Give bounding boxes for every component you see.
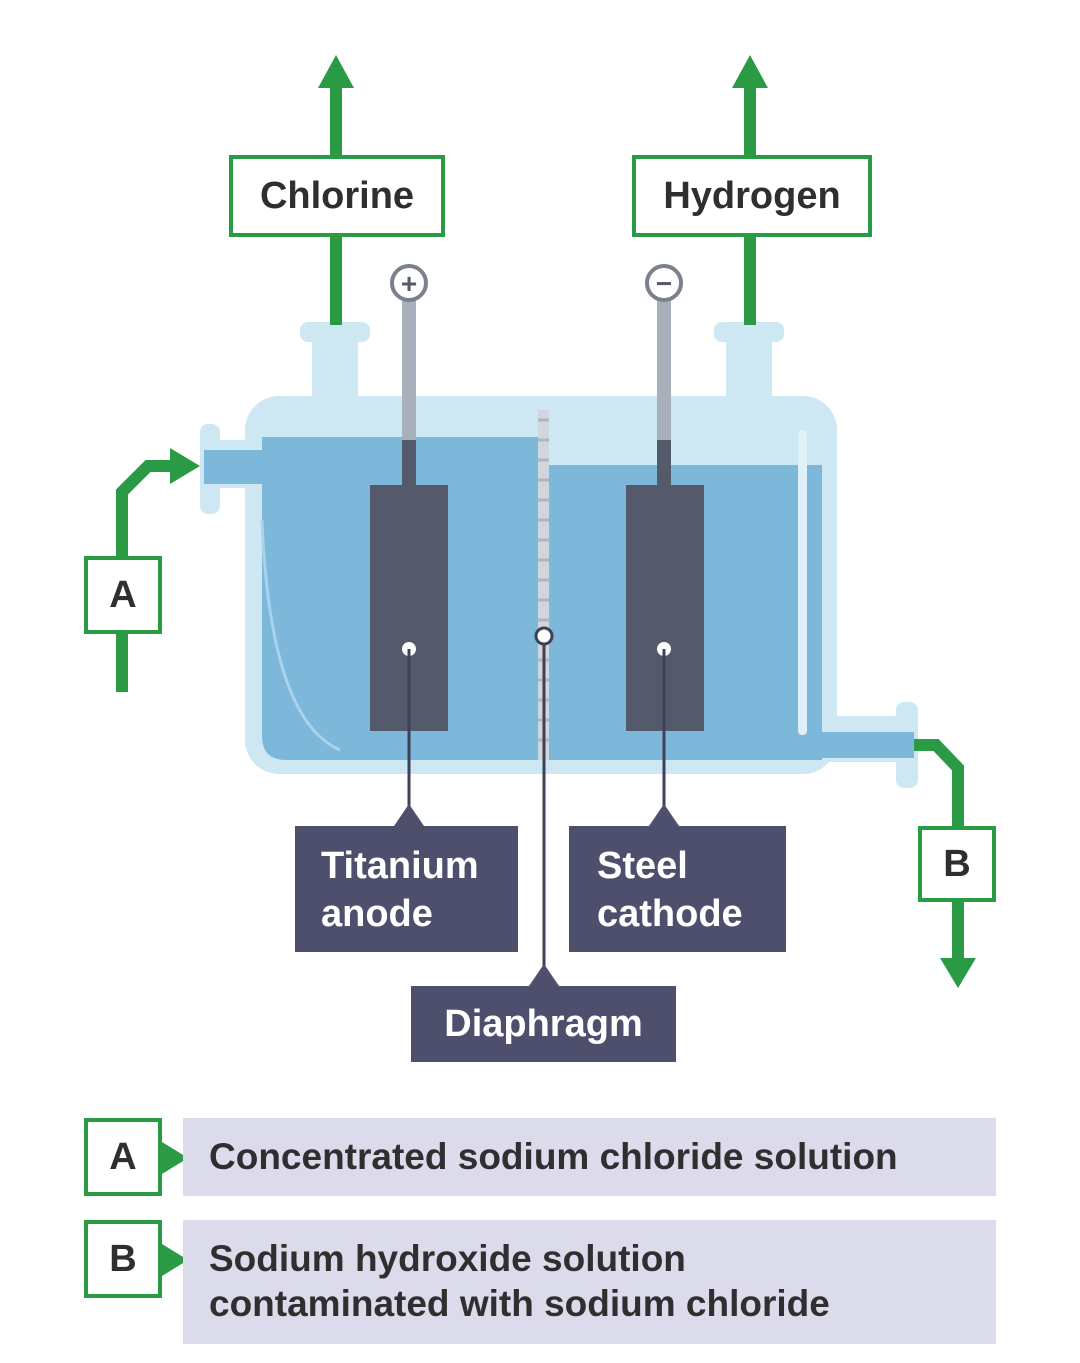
key-b-arrow	[162, 1244, 188, 1276]
key-b-line1: Sodium hydroxide solution	[209, 1238, 686, 1279]
chlorine-text: Chlorine	[259, 174, 415, 217]
cathode-label-line1: Steel	[597, 845, 688, 887]
hydrogen-text: Hydrogen	[663, 174, 841, 217]
inlet-label-a: A	[84, 556, 162, 634]
sodium-chloride-solution	[204, 430, 914, 760]
cathode-label-line2: cathode	[597, 893, 743, 935]
anode-label-line2: anode	[321, 893, 433, 935]
anode-sign: +	[401, 268, 417, 299]
key-b-letter: B	[109, 1237, 137, 1280]
key-b-description: Sodium hydroxide solution contaminated w…	[183, 1220, 996, 1344]
key-a-description: Concentrated sodium chloride solution	[183, 1118, 996, 1196]
diaphragm-label-text: Diaphragm	[444, 1003, 643, 1045]
key-b-letter-box: B	[84, 1220, 162, 1298]
outlet-label-b: B	[918, 826, 996, 902]
anode-terminal: +	[390, 264, 428, 302]
leader-lines	[407, 636, 666, 970]
cathode-sign: −	[656, 268, 672, 299]
key-a-letter: A	[109, 1135, 137, 1178]
inlet-letter: A	[109, 573, 137, 616]
hydrogen-label: Hydrogen	[632, 155, 872, 237]
chlorine-label: Chlorine	[229, 155, 445, 237]
key-a-line1: Concentrated sodium chloride solution	[209, 1136, 898, 1177]
anode-label-line1: Titanium	[321, 845, 479, 887]
key-a-letter-box: A	[84, 1118, 162, 1196]
diaphragm-pointer	[529, 964, 559, 986]
cathode-terminal: −	[645, 264, 683, 302]
outlet-letter: B	[943, 842, 971, 885]
diaphragm-label: Diaphragm	[411, 986, 676, 1062]
key-a-arrow	[162, 1142, 188, 1174]
cathode-pointer	[649, 804, 679, 826]
key-b-line2: contaminated with sodium chloride	[209, 1283, 830, 1324]
anode-label: Titanium anode	[295, 826, 518, 952]
cathode-label: Steel cathode	[569, 826, 786, 952]
anode-pointer	[394, 804, 424, 826]
diaphragm-marker	[534, 626, 554, 646]
